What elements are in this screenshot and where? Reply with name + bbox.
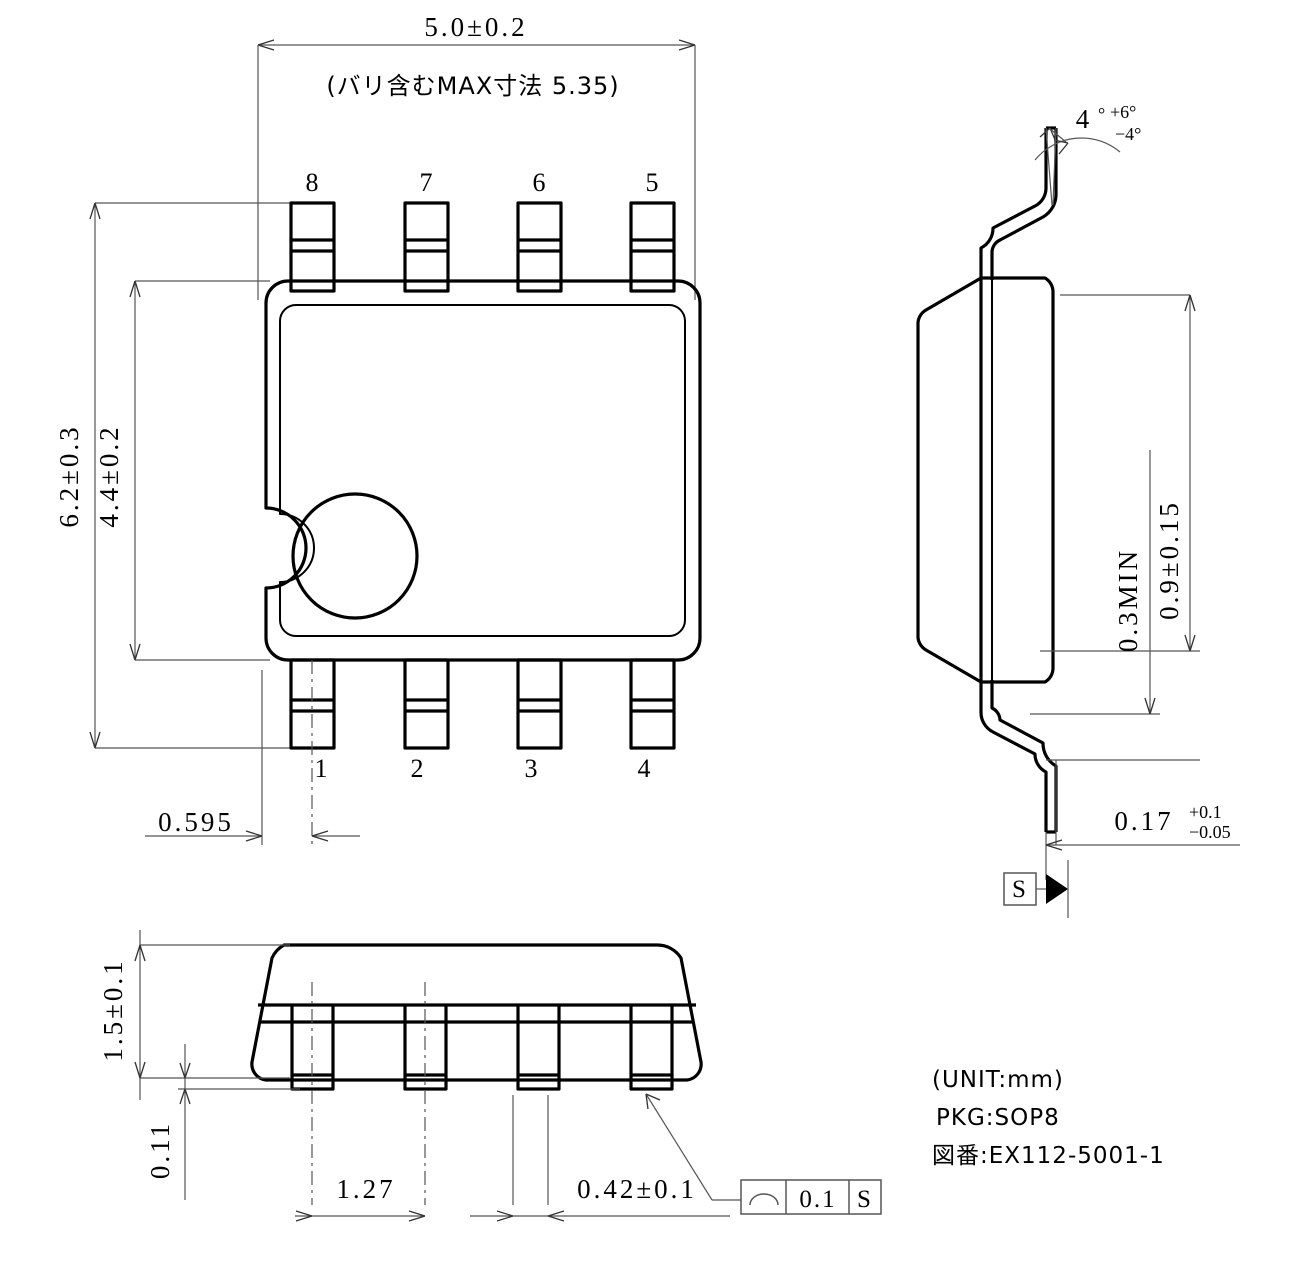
dim-text-body-height: 4.4±0.2 [94, 424, 124, 527]
dim-text-pitch: 1.27 [336, 1174, 395, 1204]
dim-text-lead-offset: 0.595 [158, 807, 234, 837]
angle-plus-tol: +6° [1110, 102, 1136, 122]
pin-label-1: 1 [315, 754, 328, 783]
top-view-body-inner [279, 304, 686, 637]
datum-s-label: S [1012, 876, 1028, 903]
front-view: 1.5±0.1 0.11 1.27 0.42±0.1 [98, 930, 882, 1222]
datum-feature-s: S [1003, 860, 1069, 918]
side-view-upper-lead-inner [990, 128, 1058, 280]
front-view-body-outline [250, 943, 703, 1082]
dim-text-standoff: 0.3MIN [1113, 548, 1143, 652]
top-view-body-outline [264, 279, 702, 662]
pin-label-3: 3 [525, 754, 538, 783]
gdt-feature-control-frame: 0.1 S [645, 1093, 882, 1215]
top-view-lower-leads [289, 658, 676, 750]
dim-lead-thickness [1045, 760, 1240, 880]
dim-text-body-height-side: 0.9±0.15 [1154, 500, 1184, 620]
dim-text-top-width: 5.0±0.2 [424, 12, 527, 42]
gdt-tolerance-value: 0.1 [799, 1186, 836, 1213]
dim-text-overall-height: 6.2±0.3 [54, 424, 84, 527]
side-view-upper-lead [979, 128, 1048, 278]
title-unit: (UNIT:mm) [932, 1067, 1064, 1093]
dim-front-seating [179, 1044, 191, 1200]
pin-label-4: 4 [638, 754, 651, 783]
side-view-body-outline [916, 276, 1055, 684]
side-view: 4 ° +6° −4° 0.9±0.15 0.3MIN 0.17 +0 [916, 102, 1240, 918]
dim-pitch [295, 1210, 426, 1222]
angle-callout [1034, 127, 1121, 206]
dim-text-top-width-note: (バリ含むMAX寸法 5.35) [326, 72, 619, 100]
pin-label-2: 2 [411, 754, 424, 783]
pin-label-7: 7 [420, 168, 433, 197]
title-package: PKG:SOP8 [936, 1105, 1060, 1131]
dim-body-height [129, 280, 141, 661]
pin-label-6: 6 [533, 168, 546, 197]
dim-lead-offset [145, 830, 360, 842]
dim-text-front-body-height: 1.5±0.1 [98, 958, 128, 1061]
front-view-leads [290, 1004, 674, 1091]
dim-front-body-height [134, 930, 146, 1100]
pin-label-8: 8 [306, 168, 319, 197]
side-view-lower-lead [979, 682, 1048, 832]
dim-overall-height [89, 202, 101, 749]
dim-lead-width [470, 1210, 730, 1222]
dim-text-lead-thickness-plus: +0.1 [1189, 802, 1222, 822]
top-view-upper-leads [289, 201, 676, 293]
dim-text-lead-thickness-minus: −0.05 [1189, 822, 1231, 842]
dim-body-height-side [1184, 294, 1196, 652]
pin1-dot-circle [291, 492, 419, 620]
side-view-lower-lead-inner [990, 680, 1058, 832]
dim-top-width [257, 39, 696, 300]
top-view: 8 7 6 5 1 2 3 4 5.0±0.2 (バリ含むMAX寸法 5.35)… [54, 12, 702, 845]
angle-value: 4 [1076, 104, 1093, 134]
dim-text-lead-width: 0.42±0.1 [577, 1174, 697, 1204]
title-block: (UNIT:mm) PKG:SOP8 図番:EX112-5001-1 [932, 1067, 1165, 1169]
gdt-datum-ref: S [857, 1186, 873, 1213]
profile-of-line-icon [749, 1193, 779, 1206]
dim-standoff [1144, 450, 1156, 715]
angle-minus-tol: −4° [1115, 124, 1141, 144]
dim-text-lead-thickness: 0.17 [1114, 806, 1173, 836]
angle-unit: ° [1098, 104, 1105, 124]
title-drawing-no: 図番:EX112-5001-1 [932, 1143, 1165, 1169]
pin-label-5: 5 [646, 168, 659, 197]
dim-text-front-seating: 0.11 [145, 1121, 175, 1179]
